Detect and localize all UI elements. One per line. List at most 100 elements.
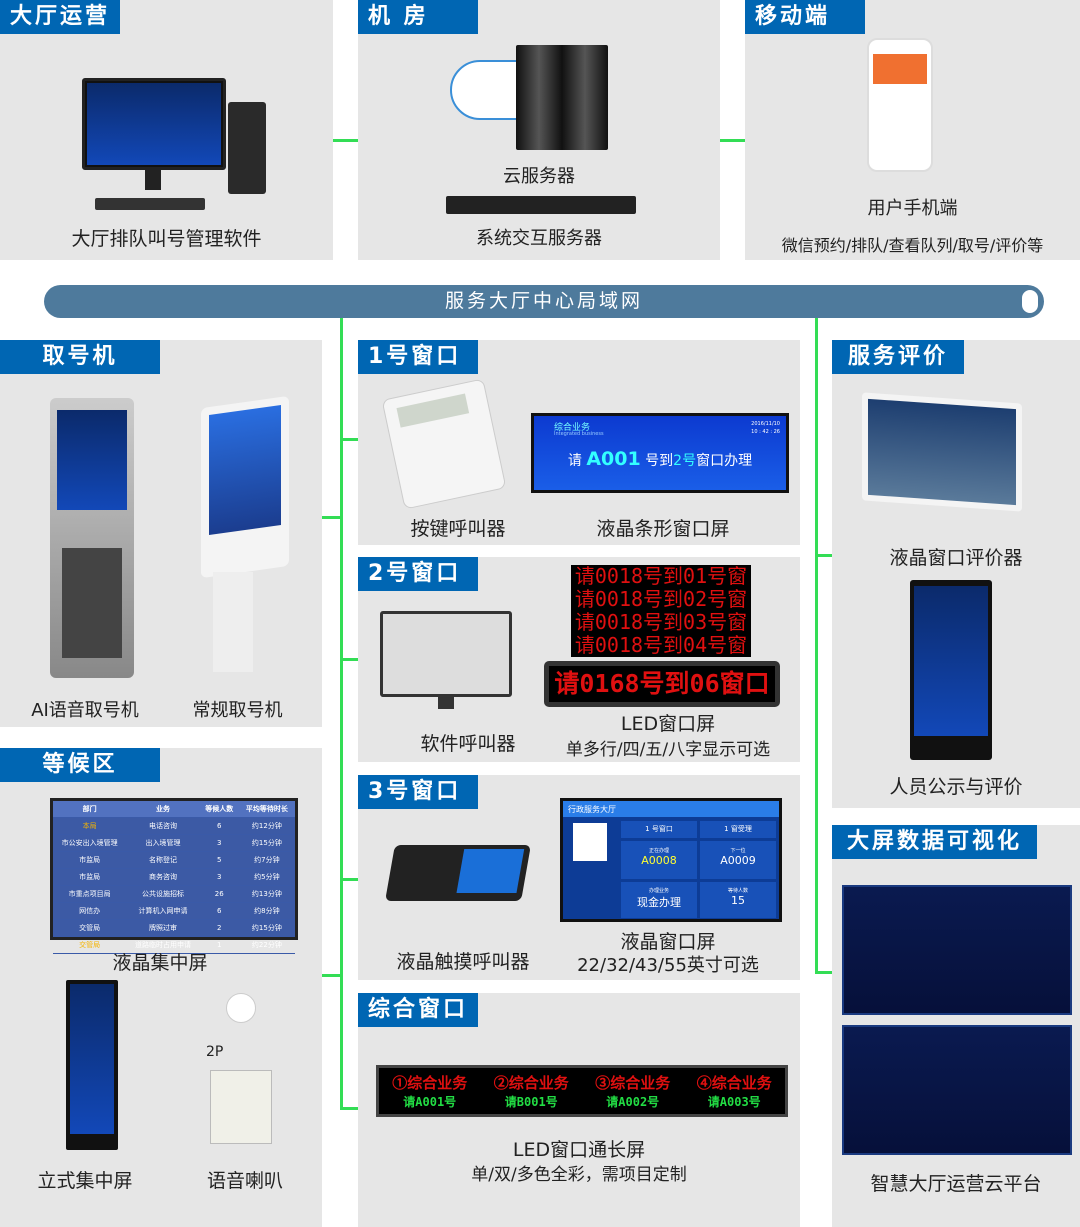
stand-caption: 立式集中屏 xyxy=(37,1170,133,1192)
regular-kiosk-image xyxy=(185,395,291,682)
table-cell: 商务咨询 xyxy=(126,868,200,886)
table-cell: 市监局 xyxy=(53,851,127,869)
staff-caption: 人员公示与评价 xyxy=(889,776,1023,798)
link-line xyxy=(340,1107,358,1110)
led-caption: LED窗口屏 xyxy=(620,713,716,735)
table-cell: 约15分钟 xyxy=(238,919,295,937)
ticket-panel: 取号机 AI语音取号机 常规取号机 xyxy=(0,340,322,727)
call-message: 请 A001 号到2号窗口办理 xyxy=(567,448,753,470)
biz-box: 办理业务现金办理 xyxy=(621,882,697,918)
table-cell: 交管局 xyxy=(53,919,127,937)
led-multiline-screen: 请0018号到01号窗请0018号到02号窗请0018号到03号窗请0018号到… xyxy=(571,565,751,657)
table-cell: 市监局 xyxy=(53,868,127,886)
speaker-tag: 2P xyxy=(206,1044,224,1060)
network-label: 服务大厅中心局域网 xyxy=(444,290,643,312)
window1-title: 1号窗口 xyxy=(358,340,478,374)
evaluator-caption: 液晶窗口评价器 xyxy=(889,547,1023,569)
evaluation-panel: 服务评价 液晶窗口评价器 人员公示与评价 xyxy=(832,340,1080,808)
table-cell: 1 xyxy=(199,936,239,954)
led-line: 请0018号到04号窗 xyxy=(574,633,748,657)
led-item: ④综合业务请A003号 xyxy=(697,1072,772,1110)
table-cell: 2 xyxy=(199,919,239,937)
pc-tower-image xyxy=(228,102,266,194)
window1-panel: 1号窗口 按键呼叫器 综合业务 Integrated business 2016… xyxy=(358,340,800,545)
table-cell: 约22分钟 xyxy=(238,936,295,954)
soft-caller-caption: 软件呼叫器 xyxy=(420,733,516,755)
stand-screen-image xyxy=(66,980,118,1150)
ceiling-speaker-icon xyxy=(226,993,256,1023)
bigscreen-title: 大屏数据可视化 xyxy=(832,825,1037,859)
led-long-desc: 单/双/多色全彩，需项目定制 xyxy=(471,1165,687,1185)
mobile-title: 移动端 xyxy=(745,0,865,34)
ticket-title: 取号机 xyxy=(0,340,160,374)
led-item-number: 请A001号 xyxy=(403,1095,457,1109)
rack-server-image xyxy=(446,196,636,214)
table-cell: 6 xyxy=(199,902,239,920)
server-rack-image xyxy=(516,45,608,150)
link-line xyxy=(333,139,358,142)
led-item-name: ②综合业务 xyxy=(493,1074,569,1092)
keyboard-image xyxy=(95,198,205,210)
window2-title: 2号窗口 xyxy=(358,557,478,591)
table-cell: 约15分钟 xyxy=(238,834,295,852)
link-line xyxy=(340,438,358,441)
table-cell: 本局 xyxy=(53,817,127,835)
link-line xyxy=(815,318,818,974)
date: 2016/11/10 xyxy=(751,421,780,427)
led-item-number: 请B001号 xyxy=(504,1095,558,1109)
touch-caller-caption: 液晶触摸呼叫器 xyxy=(396,951,530,973)
table-cell: 26 xyxy=(199,885,239,903)
general-window-title: 综合窗口 xyxy=(358,993,478,1027)
table-cell: 牌照过审 xyxy=(126,919,200,937)
table-cell: 约5分钟 xyxy=(238,868,295,886)
led-item-number: 请A003号 xyxy=(707,1095,761,1109)
table-header: 业务 xyxy=(126,801,200,818)
time: 10 : 42 : 26 xyxy=(751,429,780,435)
regular-kiosk-caption: 常规取号机 xyxy=(192,700,283,721)
table-cell: 网信办 xyxy=(53,902,127,920)
table-header: 部门 xyxy=(53,801,127,818)
server-room-title: 机 房 xyxy=(358,0,478,34)
mobile-desc: 微信预约/排队/查看队列/取号/评价等 xyxy=(781,236,1044,255)
server-room-panel: 机 房 云服务器 系统交互服务器 xyxy=(358,0,720,260)
bigscreen-caption: 智慧大厅运营云平台 xyxy=(870,1173,1042,1195)
evaluator-image xyxy=(862,392,1022,512)
bigscreen-panel: 大屏数据可视化 智慧大厅运营云平台 xyxy=(832,825,1080,1227)
table-cell: 市重点项目局 xyxy=(53,885,127,903)
bar-screen-caption: 液晶条形窗口屏 xyxy=(596,518,730,540)
hall-name: 行政服务大厅 xyxy=(563,801,779,817)
led-item-number: 请A002号 xyxy=(606,1095,660,1109)
lcd-bar-screen: 综合业务 Integrated business 2016/11/10 10 :… xyxy=(531,413,789,493)
led-item-name: ④综合业务 xyxy=(696,1074,772,1092)
led-item-name: ①综合业务 xyxy=(392,1074,468,1092)
mobile-caption: 用户手机端 xyxy=(867,198,958,219)
monitor-stand xyxy=(438,697,454,709)
led-long-caption: LED窗口通长屏 xyxy=(512,1139,646,1161)
led-desc: 单多行/四/五/八字显示可选 xyxy=(565,740,771,760)
staff-display-image xyxy=(910,580,992,760)
cloud-server-caption: 云服务器 xyxy=(503,166,575,187)
lcd-window-desc: 22/32/43/55英寸可选 xyxy=(577,955,759,976)
table-cell: 约7分钟 xyxy=(238,851,295,869)
link-line xyxy=(340,878,358,881)
table-cell: 约13分钟 xyxy=(238,885,295,903)
hall-title: 大厅运营 xyxy=(0,0,121,34)
touch-caller-image xyxy=(385,845,531,901)
interact-server-caption: 系统交互服务器 xyxy=(476,228,602,249)
link-line xyxy=(340,658,358,661)
bar-knob xyxy=(1020,288,1040,315)
table-cell: 计算机入网申请 xyxy=(126,902,200,920)
led-item: ②综合业务请B001号 xyxy=(494,1072,569,1110)
phone-image xyxy=(867,38,933,172)
table-cell: 公共设施招标 xyxy=(126,885,200,903)
speaker-caption: 语音喇叭 xyxy=(206,1170,283,1192)
